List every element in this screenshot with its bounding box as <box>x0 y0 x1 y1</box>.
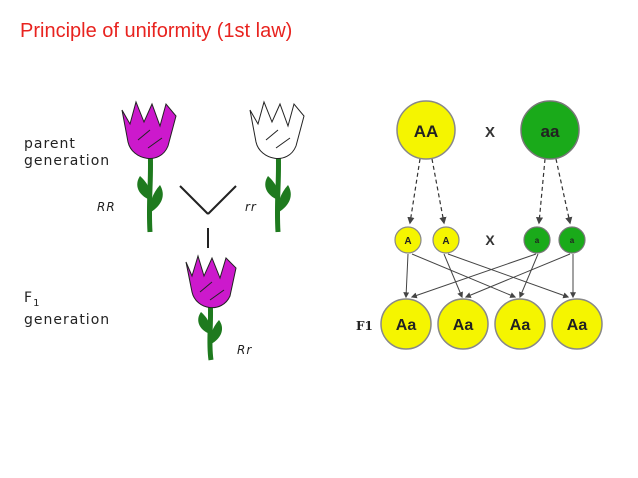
f1-label-line2: generation <box>24 311 111 328</box>
f1-ball-4-text: Aa <box>567 317 588 334</box>
f1-ball-3: Aa <box>494 298 546 350</box>
parent-label-line1: parent <box>24 136 76 152</box>
f1-label-line1: F1 <box>24 290 110 312</box>
f1-ball-2-text: Aa <box>453 317 474 334</box>
parent-ball-aa: aa <box>520 100 580 160</box>
parent1-flower <box>121 100 177 233</box>
parent1-leaf-left <box>137 176 151 200</box>
offspring-flower <box>185 254 237 361</box>
slide-title: Principle of uniformity (1st law) <box>20 20 293 42</box>
f1-label-main: F <box>24 290 34 306</box>
f1-ball-3-text: Aa <box>510 317 531 334</box>
parent-ball-AA-text: AA <box>414 122 439 141</box>
f1-row-label: F1 <box>356 319 373 333</box>
f1-label-sub: 1 <box>33 297 41 309</box>
parent2-flower <box>249 100 305 233</box>
parent2-leaf-right <box>278 185 291 212</box>
gamete-A-1: A <box>394 226 422 254</box>
offspring-leaf-left <box>198 312 211 334</box>
offspring-leaf-right <box>210 320 223 344</box>
gamete-A-1-text: A <box>404 236 411 247</box>
parent-label-line2: generation <box>24 153 111 169</box>
gamete-arrows <box>407 158 573 225</box>
gamete-a-1: a <box>523 226 551 254</box>
f1-ball-2: Aa <box>437 298 489 350</box>
f1-ball-1-text: Aa <box>396 317 417 334</box>
cross-lines <box>179 185 237 248</box>
offspring-genotype: Rr <box>237 343 253 357</box>
parents-cross-symbol: X <box>485 124 495 141</box>
parent1-genotype: RR <box>97 200 116 214</box>
parent2-genotype: rr <box>245 200 257 214</box>
gamete-a-2: a <box>558 226 586 254</box>
f1-ball-4: Aa <box>551 298 603 350</box>
parent-generation-label: parent generation <box>24 136 110 170</box>
gamete-a-2-text: a <box>570 236 575 245</box>
gamete-A-2-text: A <box>442 236 449 247</box>
f1-generation-label: F1 generation <box>24 290 110 329</box>
parent-ball-AA: AA <box>396 100 456 160</box>
parent1-leaf-right <box>150 185 163 212</box>
gametes-cross-symbol: X <box>485 232 495 248</box>
gamete-A-2: A <box>432 226 460 254</box>
offspring-petals <box>185 254 237 309</box>
parent-ball-aa-text: aa <box>541 122 560 141</box>
f1-arrows <box>403 253 576 299</box>
gamete-a-1-text: a <box>535 236 540 245</box>
parent2-leaf-left <box>265 176 279 200</box>
f1-ball-1: Aa <box>380 298 432 350</box>
